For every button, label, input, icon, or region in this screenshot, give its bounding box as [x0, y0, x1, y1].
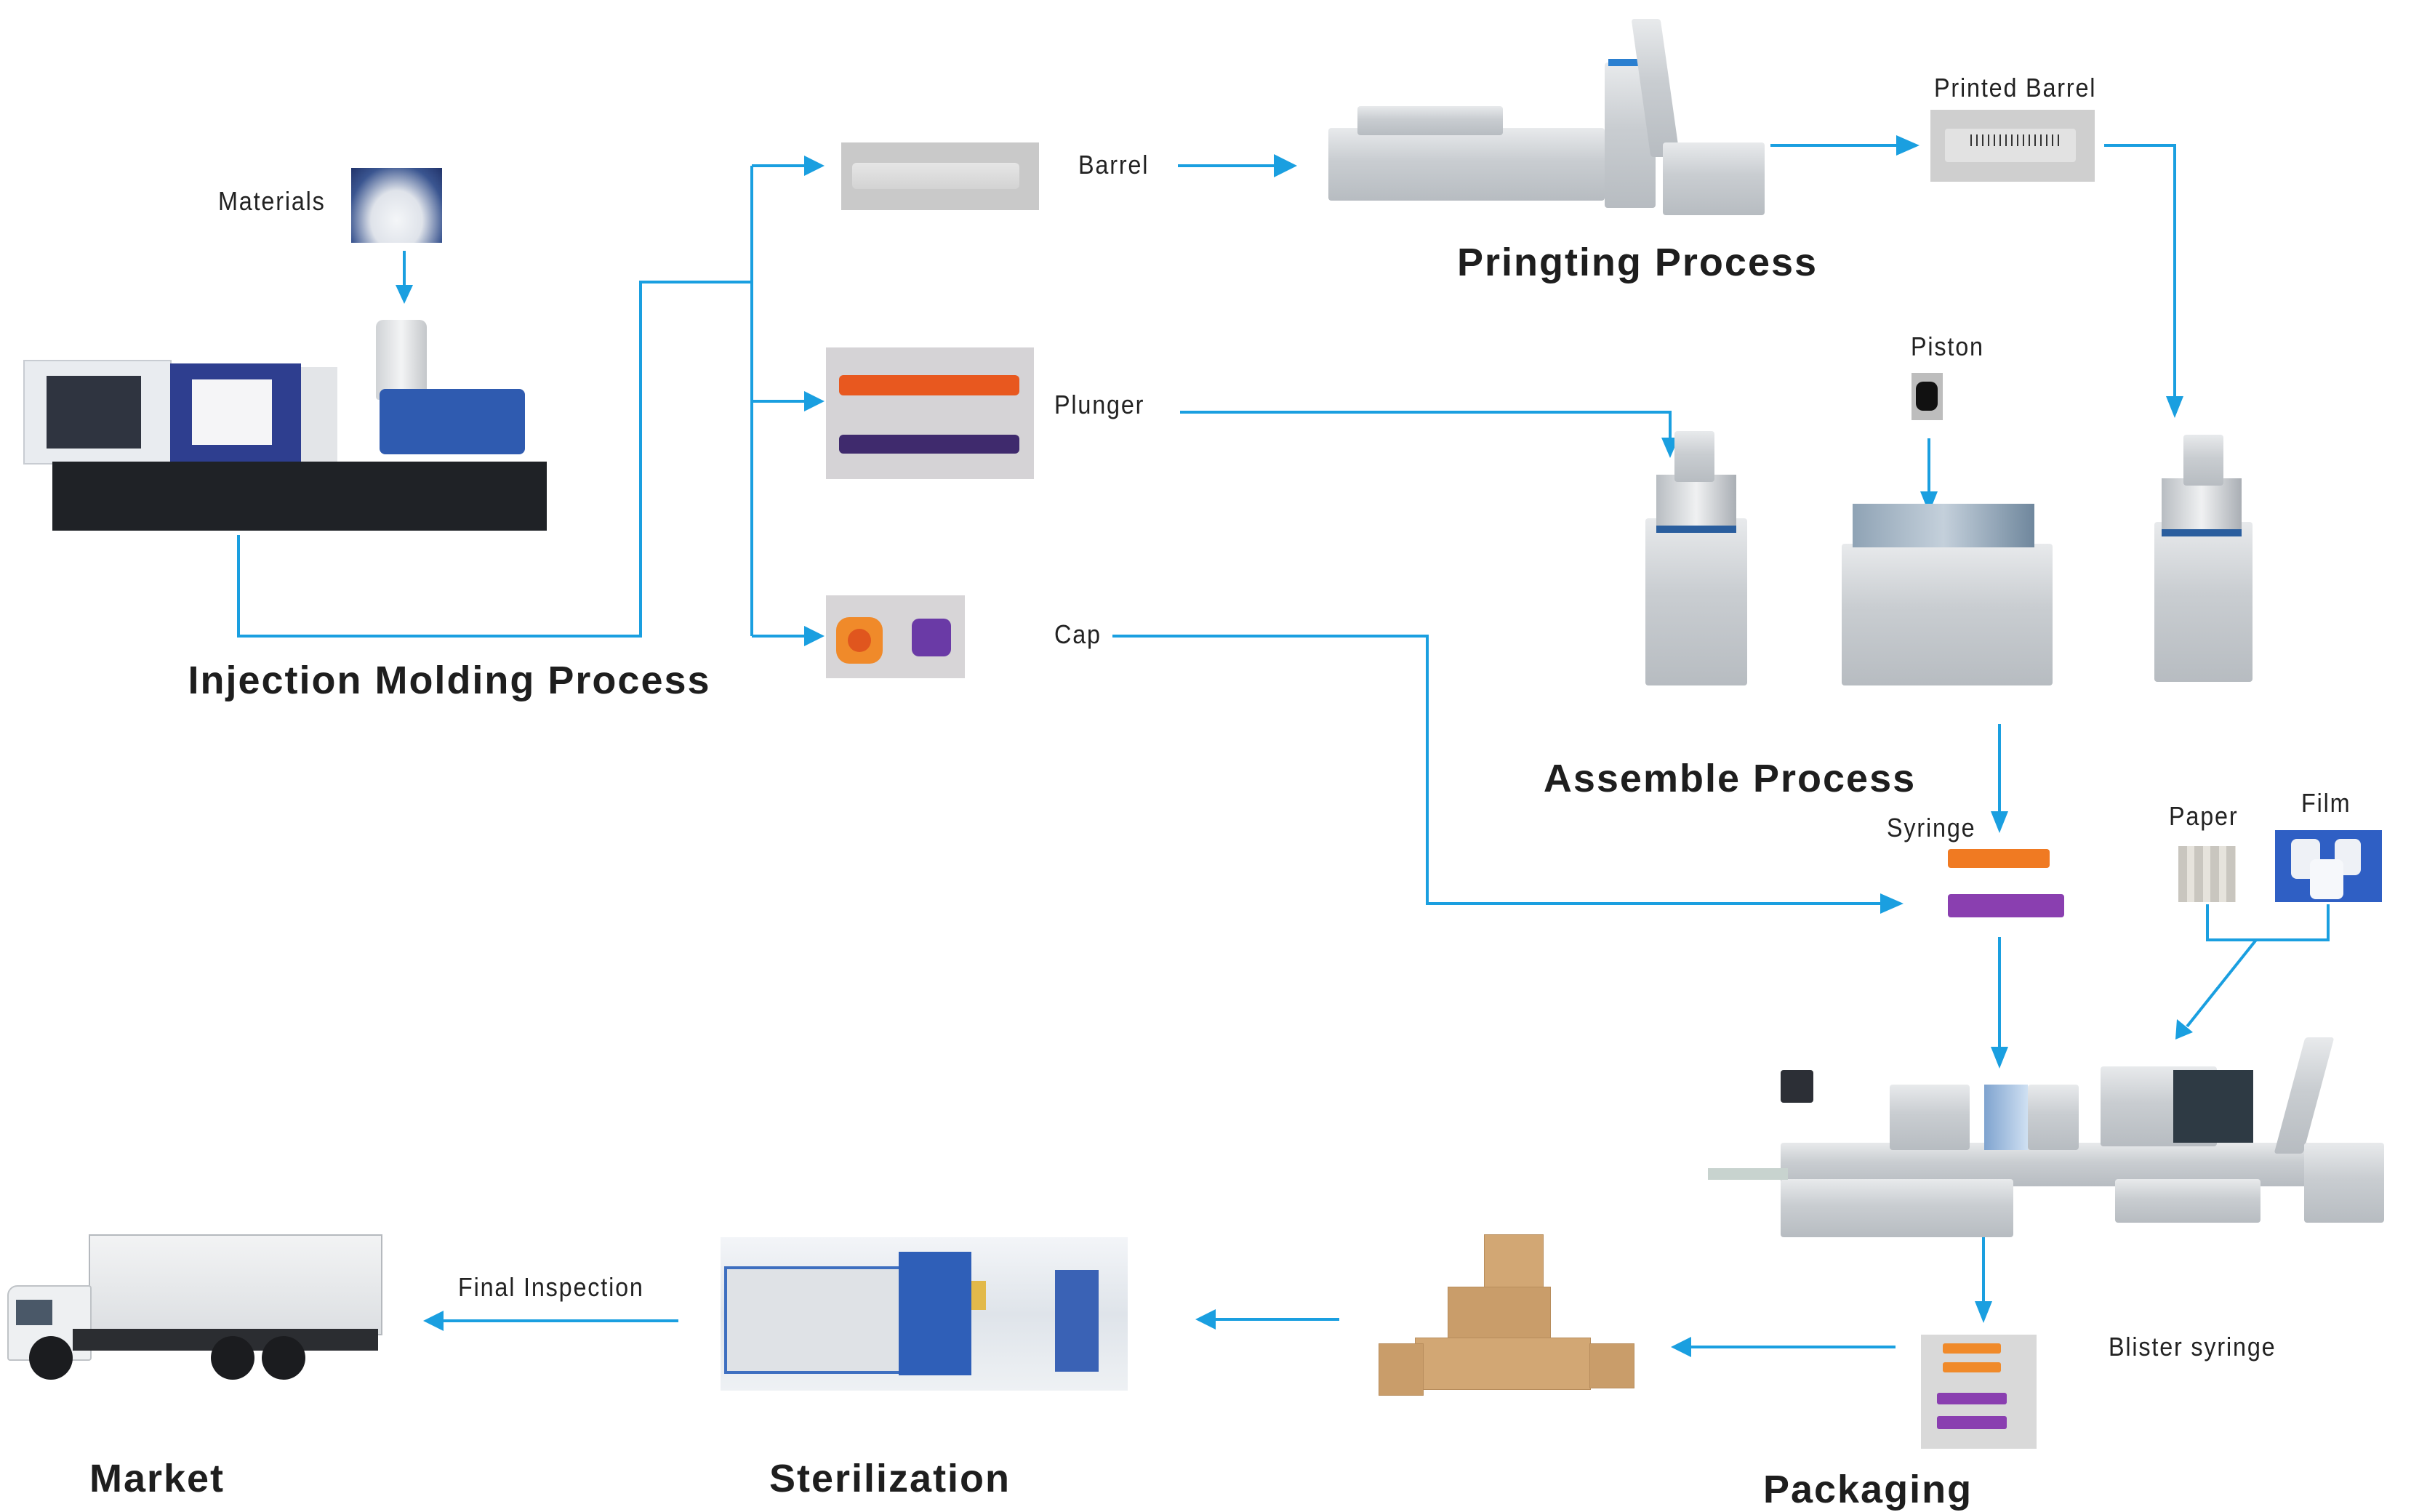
- arrowhead: [423, 1311, 444, 1331]
- blister-syringe-image: [1921, 1335, 2037, 1449]
- plunger-image: [826, 347, 1034, 479]
- materials-pellets-image: [351, 168, 442, 243]
- arrow-materials-to-packaging: [2186, 938, 2258, 1028]
- cap-image: [826, 595, 965, 678]
- blister-syringe-label: Blister syringe: [2109, 1332, 2276, 1362]
- piston-image: [1911, 373, 1943, 420]
- line-cap-to-syringe: [1112, 635, 1883, 905]
- arrowhead: [1920, 491, 1938, 513]
- sterilization-title: Sterilization: [769, 1457, 1011, 1500]
- machine-hopper: [376, 320, 427, 400]
- printing-process-title: Pringting Process: [1456, 241, 1818, 284]
- arrowhead: [1195, 1309, 1216, 1330]
- printed-barrel-image: [1930, 110, 2095, 182]
- arrowhead: [1991, 1047, 2008, 1069]
- packaging-machine-image: [1708, 1034, 2397, 1253]
- packaging-title: Packaging: [1762, 1468, 1973, 1511]
- arrowhead: [396, 285, 413, 304]
- injection-molding-machine-image: [23, 305, 548, 533]
- delivery-truck-image: [0, 1234, 384, 1380]
- barrel-image: [841, 142, 1039, 210]
- plunger-label: Plunger: [1054, 390, 1145, 419]
- line-plunger-to-assembly: [1180, 411, 1672, 440]
- cap-label: Cap: [1054, 619, 1102, 649]
- arrowhead: [2166, 396, 2183, 418]
- machine-base: [52, 462, 547, 531]
- machine-door: [170, 363, 301, 465]
- printing-machine-image: [1328, 19, 1770, 215]
- arrowhead: [2175, 1019, 2193, 1040]
- materials-label: Materials: [218, 186, 326, 216]
- printed-barrel-label: Printed Barrel: [1934, 73, 2097, 102]
- paper-label: Paper: [2169, 801, 2239, 831]
- machine-clamp-unit: [23, 360, 172, 465]
- arrowhead: [1896, 135, 1919, 156]
- line-printed-barrel-to-assembly: [2104, 144, 2176, 398]
- line-machine-to-splitter: [237, 281, 752, 638]
- assembly-machine-image: [1642, 431, 2259, 697]
- syringe-image: [1948, 843, 2069, 924]
- sterilization-equipment-image: [721, 1237, 1128, 1391]
- assemble-process-title: Assemble Process: [1543, 757, 1917, 800]
- arrowhead: [1991, 811, 2008, 833]
- arrowhead: [1274, 154, 1297, 177]
- arrowhead: [1975, 1301, 1992, 1323]
- line-paper-film-bracket: [2206, 904, 2330, 941]
- syringe-label: Syringe: [1887, 813, 1976, 843]
- film-label: Film: [2301, 788, 2351, 818]
- film-image: [2275, 830, 2382, 902]
- barrel-label: Barrel: [1078, 150, 1150, 180]
- arrowhead: [804, 156, 825, 176]
- paper-image: [2178, 846, 2236, 902]
- piston-label: Piston: [1911, 331, 1984, 361]
- injection-process-title: Injection Molding Process: [188, 659, 711, 702]
- machine-injection-unit: [380, 389, 525, 454]
- arrowhead: [1880, 893, 1904, 914]
- market-title: Market: [89, 1457, 225, 1500]
- arrowhead: [1671, 1337, 1691, 1357]
- final-inspection-label: Final Inspection: [458, 1272, 644, 1302]
- arrowhead: [804, 626, 825, 646]
- cardboard-boxes-image: [1379, 1234, 1642, 1397]
- arrowhead: [804, 391, 825, 411]
